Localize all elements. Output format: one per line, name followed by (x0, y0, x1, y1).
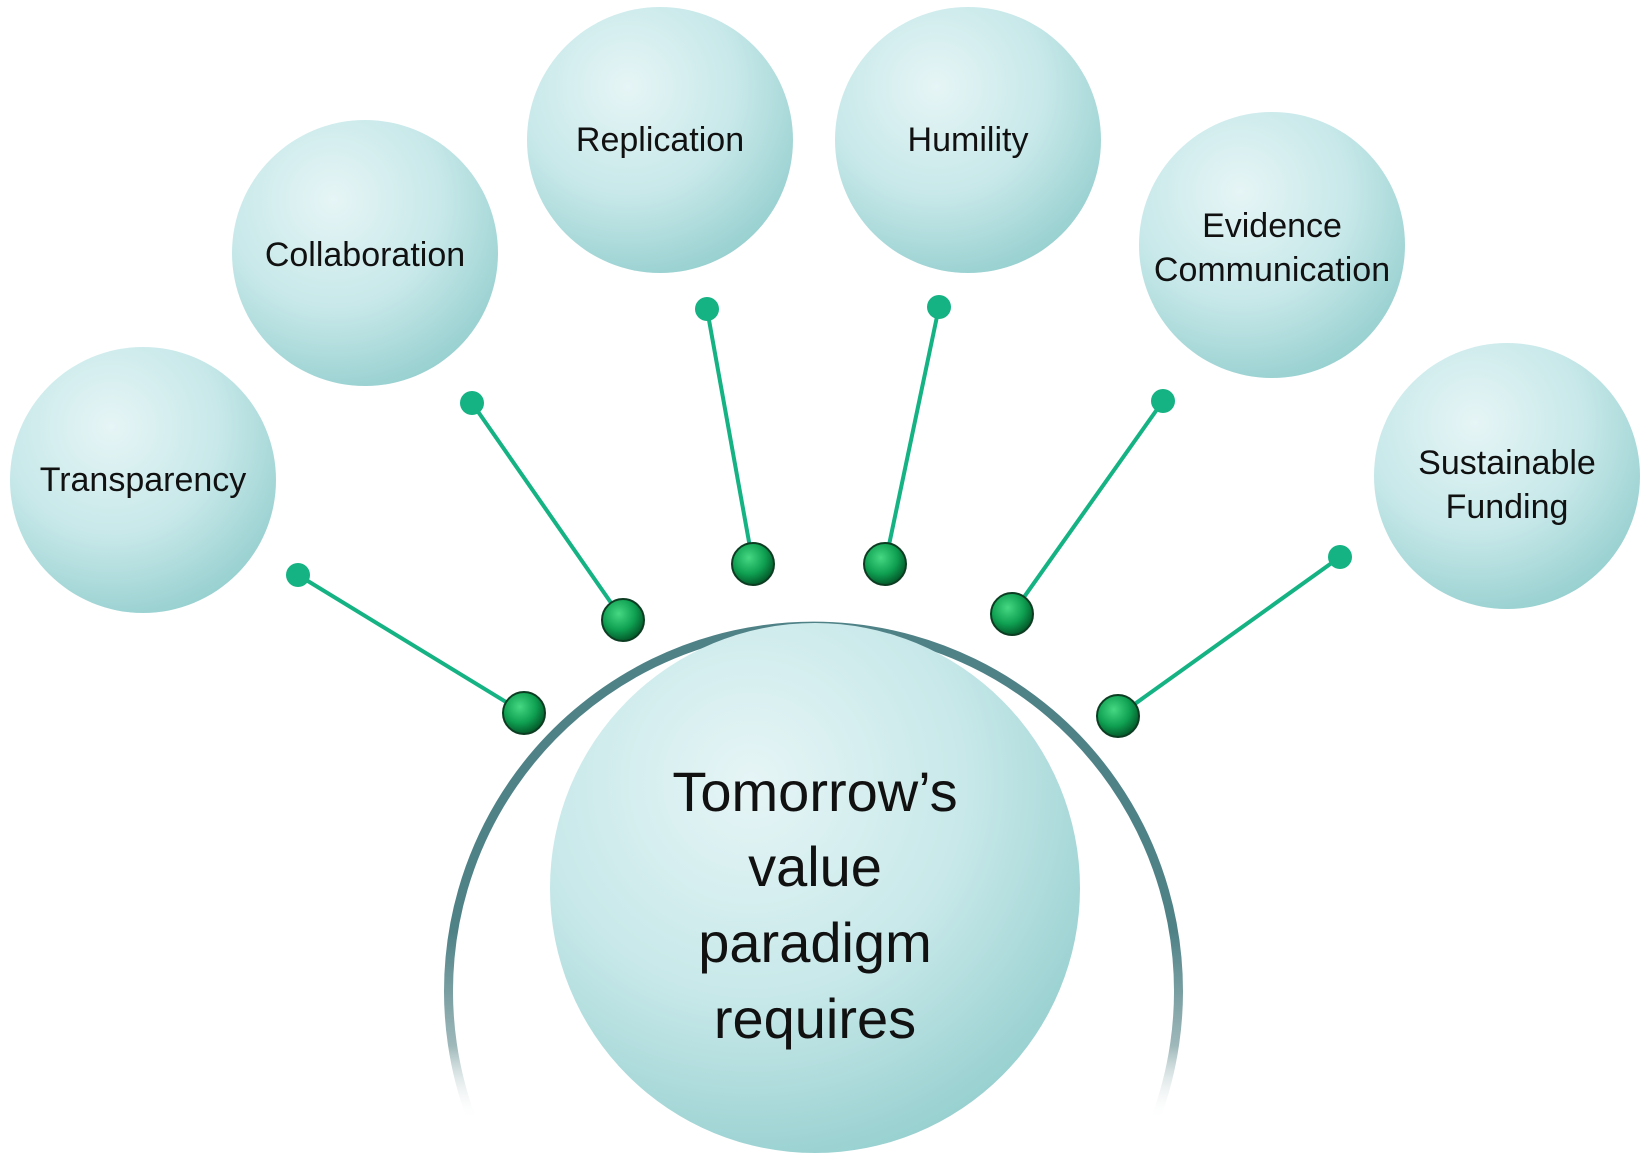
label-sustainable-funding: Sustainable Funding (1418, 443, 1596, 526)
bubble-replication (527, 7, 793, 273)
bubble-evidence-communication (1139, 112, 1405, 378)
knob-replication (731, 542, 775, 586)
connectors (286, 295, 1352, 718)
knob-humility (863, 542, 907, 586)
connector-end-collaboration (460, 391, 484, 415)
connector-end-evidence-communication (1151, 389, 1175, 413)
connector-transparency (296, 573, 526, 715)
connector-replication (705, 308, 755, 565)
connector-humility (883, 306, 941, 565)
center-bubble (550, 623, 1080, 1153)
connector-end-transparency (286, 563, 310, 587)
connector-end-replication (695, 297, 719, 321)
knob-transparency (502, 691, 546, 735)
knob-sustainable-funding (1096, 694, 1140, 738)
center-title: Tomorrow’s value paradigm requires (672, 759, 958, 1050)
connector-end-sustainable-funding (1328, 545, 1352, 569)
label-evidence-communication: Evidence Communication (1153, 206, 1391, 289)
bubble-transparency (10, 347, 276, 613)
label-replication: Replication (575, 120, 745, 159)
knob-collaboration (601, 598, 645, 642)
label-transparency: Transparency (39, 460, 247, 499)
bubble-sustainable-funding (1374, 343, 1640, 609)
bubble-collaboration (232, 120, 498, 386)
knob-evidence-communication (990, 592, 1034, 636)
connector-sustainable-funding (1116, 555, 1342, 718)
bubble-humility (835, 7, 1101, 273)
connector-evidence-communication (1010, 399, 1165, 616)
label-humility: Humility (907, 120, 1029, 159)
arc-knobs (502, 542, 1140, 738)
connector-collaboration (470, 401, 625, 622)
label-collaboration: Collaboration (264, 235, 466, 274)
connector-end-humility (927, 295, 951, 319)
satellite-bubbles (10, 7, 1640, 613)
